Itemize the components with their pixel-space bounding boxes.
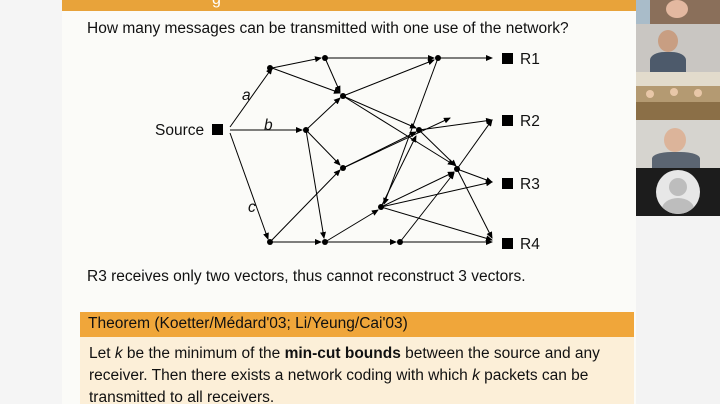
slide-question: How many messages can be transmitted wit… — [87, 20, 569, 37]
receiver-r2-node — [502, 115, 513, 126]
theorem-emphasis: min-cut bounds — [284, 345, 401, 362]
presentation-slide: g How many messages can be transmitted w… — [62, 0, 636, 404]
edge — [380, 171, 455, 208]
edge — [342, 59, 435, 97]
theorem-text: Let k be the minimum of the min-cut boun… — [89, 343, 629, 404]
node — [322, 239, 328, 245]
participant-strip — [636, 0, 720, 404]
edge — [305, 129, 326, 239]
slide-header-title-fragment: g — [212, 0, 221, 9]
edge — [399, 172, 455, 243]
source-node — [212, 124, 223, 135]
receiver-r4-node — [502, 238, 513, 249]
edge — [383, 57, 439, 205]
participant-face — [646, 90, 654, 98]
edge-label-a: a — [242, 87, 251, 104]
edge — [380, 206, 493, 242]
participant-face — [694, 89, 702, 97]
edge — [456, 168, 493, 183]
source-label: Source — [155, 122, 204, 139]
edge-label-b: b — [264, 117, 273, 134]
background-desk — [636, 102, 720, 120]
node — [435, 55, 441, 61]
background-wall — [636, 72, 720, 86]
edge — [271, 67, 341, 94]
receiver-r4-label: R4 — [520, 236, 540, 253]
theorem-title-bar: Theorem (Koetter/Médard'03; Li/Yeung/Cai… — [80, 312, 634, 337]
network-nodes — [267, 55, 460, 245]
node — [267, 65, 273, 71]
participant-body — [650, 52, 686, 72]
avatar — [656, 170, 700, 214]
edge — [456, 119, 493, 170]
theorem-text-part: be the minimum of the — [122, 345, 285, 362]
edge — [418, 117, 493, 131]
network-diagram: Source R1 R2 R3 R4 a b c — [155, 51, 540, 253]
node — [340, 165, 346, 171]
receiver-r1-label: R1 — [520, 51, 540, 68]
receiver-r1-node — [502, 53, 513, 64]
theorem-text-part: between the source and any receiver. The… — [89, 345, 600, 384]
background-window — [636, 0, 650, 24]
node — [340, 93, 346, 99]
node — [397, 239, 403, 245]
avatar-head-shape — [669, 178, 687, 196]
edge — [305, 97, 341, 131]
network-edges — [229, 55, 493, 245]
slide-header-bar: g — [62, 0, 636, 11]
edge — [271, 56, 322, 69]
edge-label-c: c — [248, 199, 256, 216]
node — [267, 239, 273, 245]
theorem-title: Theorem (Koetter/Médard'03; Li/Yeung/Cai… — [88, 315, 408, 332]
participant-face — [666, 0, 688, 18]
participant-body — [652, 152, 700, 168]
node — [454, 166, 460, 172]
participant-face — [664, 128, 686, 152]
receiver-r2-label: R2 — [520, 113, 540, 130]
edge — [269, 169, 341, 243]
edge — [456, 168, 493, 239]
slide-conclusion: R3 receives only two vectors, thus canno… — [87, 268, 526, 285]
edge — [305, 129, 341, 166]
participant-face — [658, 30, 678, 52]
node — [322, 55, 328, 61]
participant-face — [670, 88, 678, 96]
participant-avatar-tile[interactable] — [636, 168, 720, 216]
edge — [342, 117, 451, 169]
node — [303, 127, 309, 133]
edge — [324, 57, 341, 93]
node — [416, 127, 422, 133]
theorem-variable-k: k — [114, 345, 123, 362]
edge — [229, 67, 273, 128]
theorem-variable-k: k — [472, 367, 480, 384]
participant-video-3[interactable] — [636, 72, 720, 120]
node — [378, 204, 384, 210]
edge — [342, 95, 455, 166]
participant-video-1[interactable] — [636, 0, 720, 24]
edge — [324, 209, 379, 243]
edge — [418, 129, 457, 167]
receiver-r3-node — [502, 178, 513, 189]
avatar-shoulders-shape — [662, 198, 694, 214]
edge — [342, 95, 417, 129]
edge — [380, 180, 493, 208]
participant-video-4[interactable] — [636, 120, 720, 168]
receiver-r3-label: R3 — [520, 176, 540, 193]
participant-video-2[interactable] — [636, 24, 720, 72]
theorem-text-part: packets can be transmitted to all receiv… — [89, 367, 589, 404]
theorem-body: Let k be the minimum of the min-cut boun… — [80, 337, 634, 404]
edge — [229, 132, 269, 240]
receiver-nodes — [502, 53, 513, 249]
theorem-text-part: Let — [89, 345, 115, 362]
